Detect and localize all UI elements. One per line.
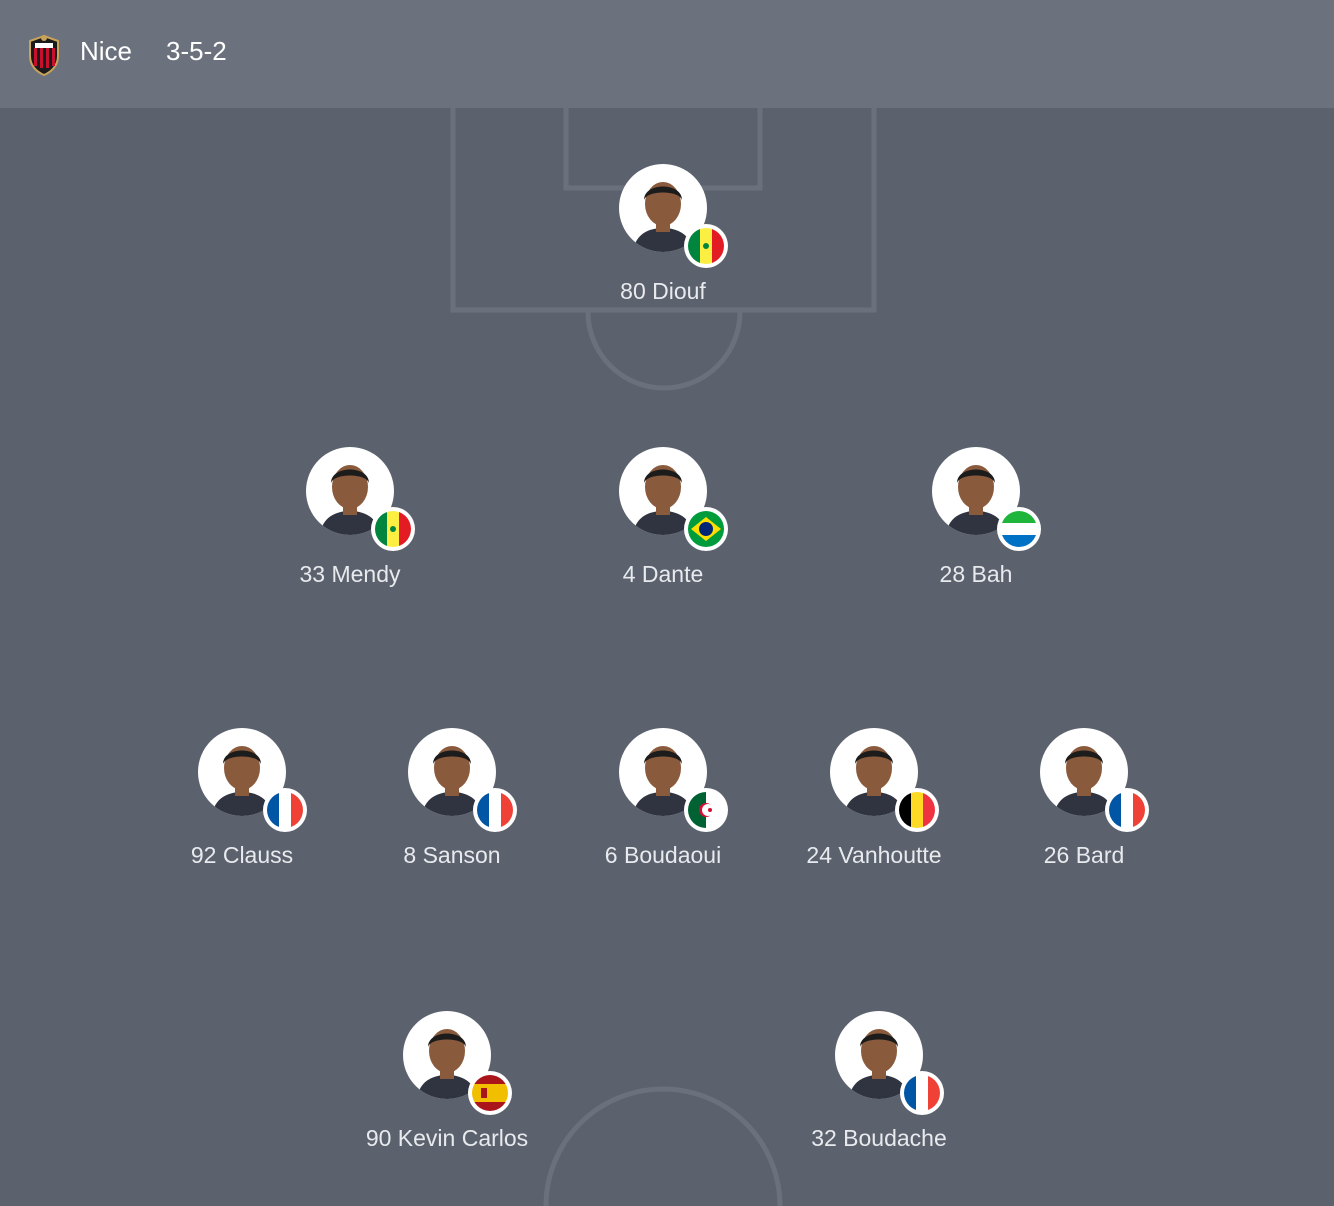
- player-name: 8 Sanson: [403, 842, 501, 868]
- france-flag-icon: [900, 1071, 944, 1115]
- sierra-leone-flag-icon: [997, 507, 1041, 551]
- player-name: 28 Bah: [939, 561, 1013, 587]
- senegal-flag-icon: [684, 224, 728, 268]
- algeria-flag-icon: [684, 788, 728, 832]
- senegal-flag-icon: [371, 507, 415, 551]
- player-name: 33 Mendy: [299, 561, 401, 587]
- player-name: 26 Bard: [1043, 842, 1125, 868]
- brazil-flag-icon: [684, 507, 728, 551]
- spain-flag-icon: [468, 1071, 512, 1115]
- player-name: 80 Diouf: [620, 278, 706, 304]
- team-header: Nice 3-5-2: [0, 0, 1334, 108]
- france-flag-icon: [263, 788, 307, 832]
- player-name: 32 Boudache: [811, 1125, 947, 1151]
- france-flag-icon: [473, 788, 517, 832]
- player-name: 24 Vanhoutte: [806, 842, 942, 868]
- player-name: 4 Dante: [622, 561, 704, 587]
- formation-label: 3-5-2: [166, 36, 227, 66]
- player-name: 92 Clauss: [190, 842, 294, 868]
- belgium-flag-icon: [895, 788, 939, 832]
- france-flag-icon: [1105, 788, 1149, 832]
- player-name: 6 Boudaoui: [604, 842, 722, 868]
- ogc-nice-crest-icon: [29, 34, 59, 76]
- player-name: 90 Kevin Carlos: [365, 1125, 529, 1151]
- team-name[interactable]: Nice: [80, 36, 133, 66]
- pitch-markings: [450, 108, 877, 1206]
